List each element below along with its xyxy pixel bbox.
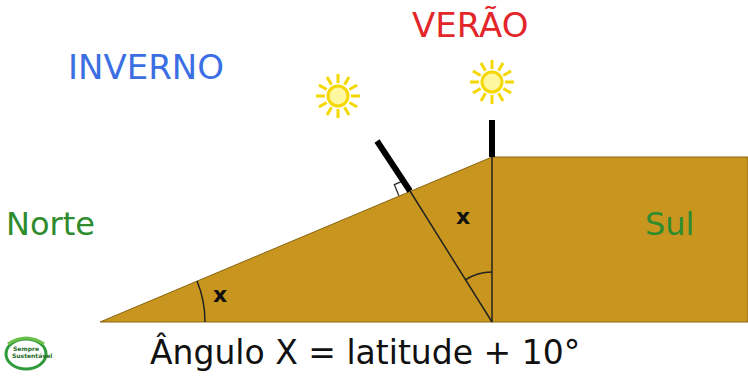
direction-label: Norte: [6, 208, 95, 240]
sun-ray: [470, 81, 479, 84]
sun-ray: [505, 81, 514, 84]
sun-ray: [316, 95, 325, 98]
sun-ray: [491, 95, 494, 104]
sun-ray: [319, 85, 327, 90]
sun-ray: [345, 77, 350, 85]
caption-formula: Ângulo X = latitude + 10°: [150, 336, 580, 369]
sun-ray: [349, 103, 357, 108]
sun-ray: [327, 107, 332, 115]
winter-panel: [377, 141, 410, 191]
direction-label: Sul: [645, 208, 694, 240]
sun-ray: [499, 63, 504, 71]
sun-ray: [473, 89, 481, 94]
sun-ray: [337, 74, 340, 83]
angle-arc: [197, 281, 205, 322]
logo-swoosh: [8, 338, 44, 344]
summer-panel: [489, 120, 495, 157]
angle-arc: [465, 272, 492, 280]
panel-axis-line: [410, 191, 492, 322]
sun-icon: [316, 74, 360, 118]
sun-ray: [345, 107, 350, 115]
sun-ray: [327, 77, 332, 85]
sun-icon: [470, 60, 514, 104]
sun-ray: [503, 71, 511, 76]
sun-ray: [503, 89, 511, 94]
sun-ray: [481, 63, 486, 71]
sun-ray: [481, 93, 486, 101]
sun-ray: [491, 60, 494, 69]
sun-ray: [499, 93, 504, 101]
angle-label: x: [456, 206, 470, 228]
sun-disc: [482, 72, 502, 92]
sun-ray: [473, 71, 481, 76]
sun-ray: [337, 109, 340, 118]
logo-text: Sempre Sustentável: [12, 346, 40, 359]
logo-ring: [6, 339, 46, 369]
vertical-line: [491, 157, 493, 322]
sun-ray: [349, 85, 357, 90]
season-label: VERÃO: [412, 8, 528, 42]
angle-label: x: [213, 284, 227, 306]
sun-ray: [351, 95, 360, 98]
sun-ray: [319, 103, 327, 108]
sun-disc: [328, 86, 348, 106]
ground: [100, 157, 748, 322]
season-label: INVERNO: [68, 50, 224, 84]
